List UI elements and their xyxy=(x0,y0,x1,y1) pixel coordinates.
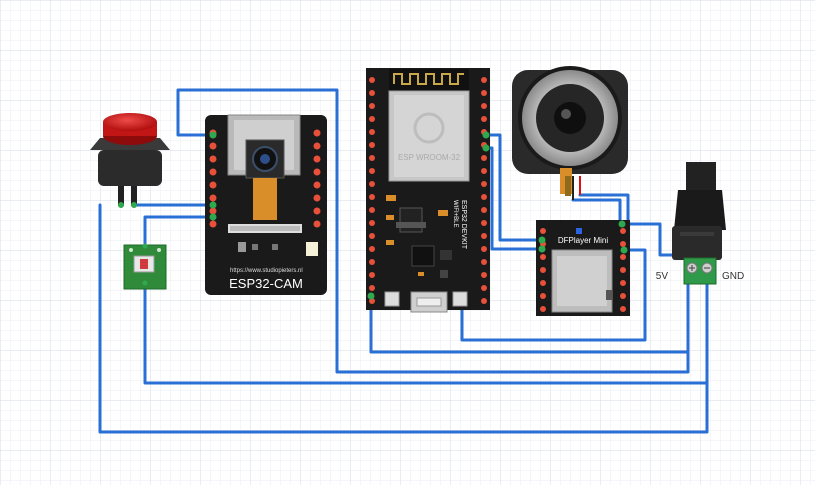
esp32-cam-right-pins xyxy=(313,129,321,228)
esp32-cam-label: ESP32-CAM xyxy=(229,276,303,291)
wire-devkit-5v xyxy=(460,248,647,342)
dfplayer-label: DFPlayer Mini xyxy=(558,236,608,245)
devkit-shield-text: ESP WROOM-32 xyxy=(398,153,461,162)
wire-led-to-cam xyxy=(143,215,214,247)
wire-cam-top-loop xyxy=(176,88,690,374)
dfplayer-right-pins xyxy=(620,228,626,312)
devkit-board-name: ESP32 DEVKIT xyxy=(460,200,467,250)
wire-led-bottom xyxy=(143,278,709,385)
dfplayer-left-pins xyxy=(540,228,546,312)
esp32-cam-board: https://www.studiopieters.nl ESP32-CAM xyxy=(205,114,327,295)
label-5v: 5V xyxy=(656,271,669,282)
wire-devkit-tx xyxy=(484,133,542,242)
devkit-right-pins xyxy=(481,77,487,304)
label-gnd: GND xyxy=(722,271,744,282)
devkit-board-sub: WIFI+BLE xyxy=(452,200,458,228)
dfplayer-mini: DFPlayer Mini xyxy=(536,220,630,316)
esp32-devkit-board: ESP WROOM-32 xyxy=(366,68,490,313)
esp32-cam-url: https://www.studiopieters.nl xyxy=(230,268,303,274)
wire-devkit-gnd xyxy=(369,294,690,354)
speaker xyxy=(512,66,628,200)
devkit-left-pins xyxy=(369,77,375,304)
wire-button-left-gnd xyxy=(98,203,709,434)
wire-spk-neg xyxy=(571,198,622,226)
dc-power-jack: 5V GND xyxy=(656,162,744,285)
push-button[interactable] xyxy=(90,113,170,208)
led-module xyxy=(123,243,167,290)
